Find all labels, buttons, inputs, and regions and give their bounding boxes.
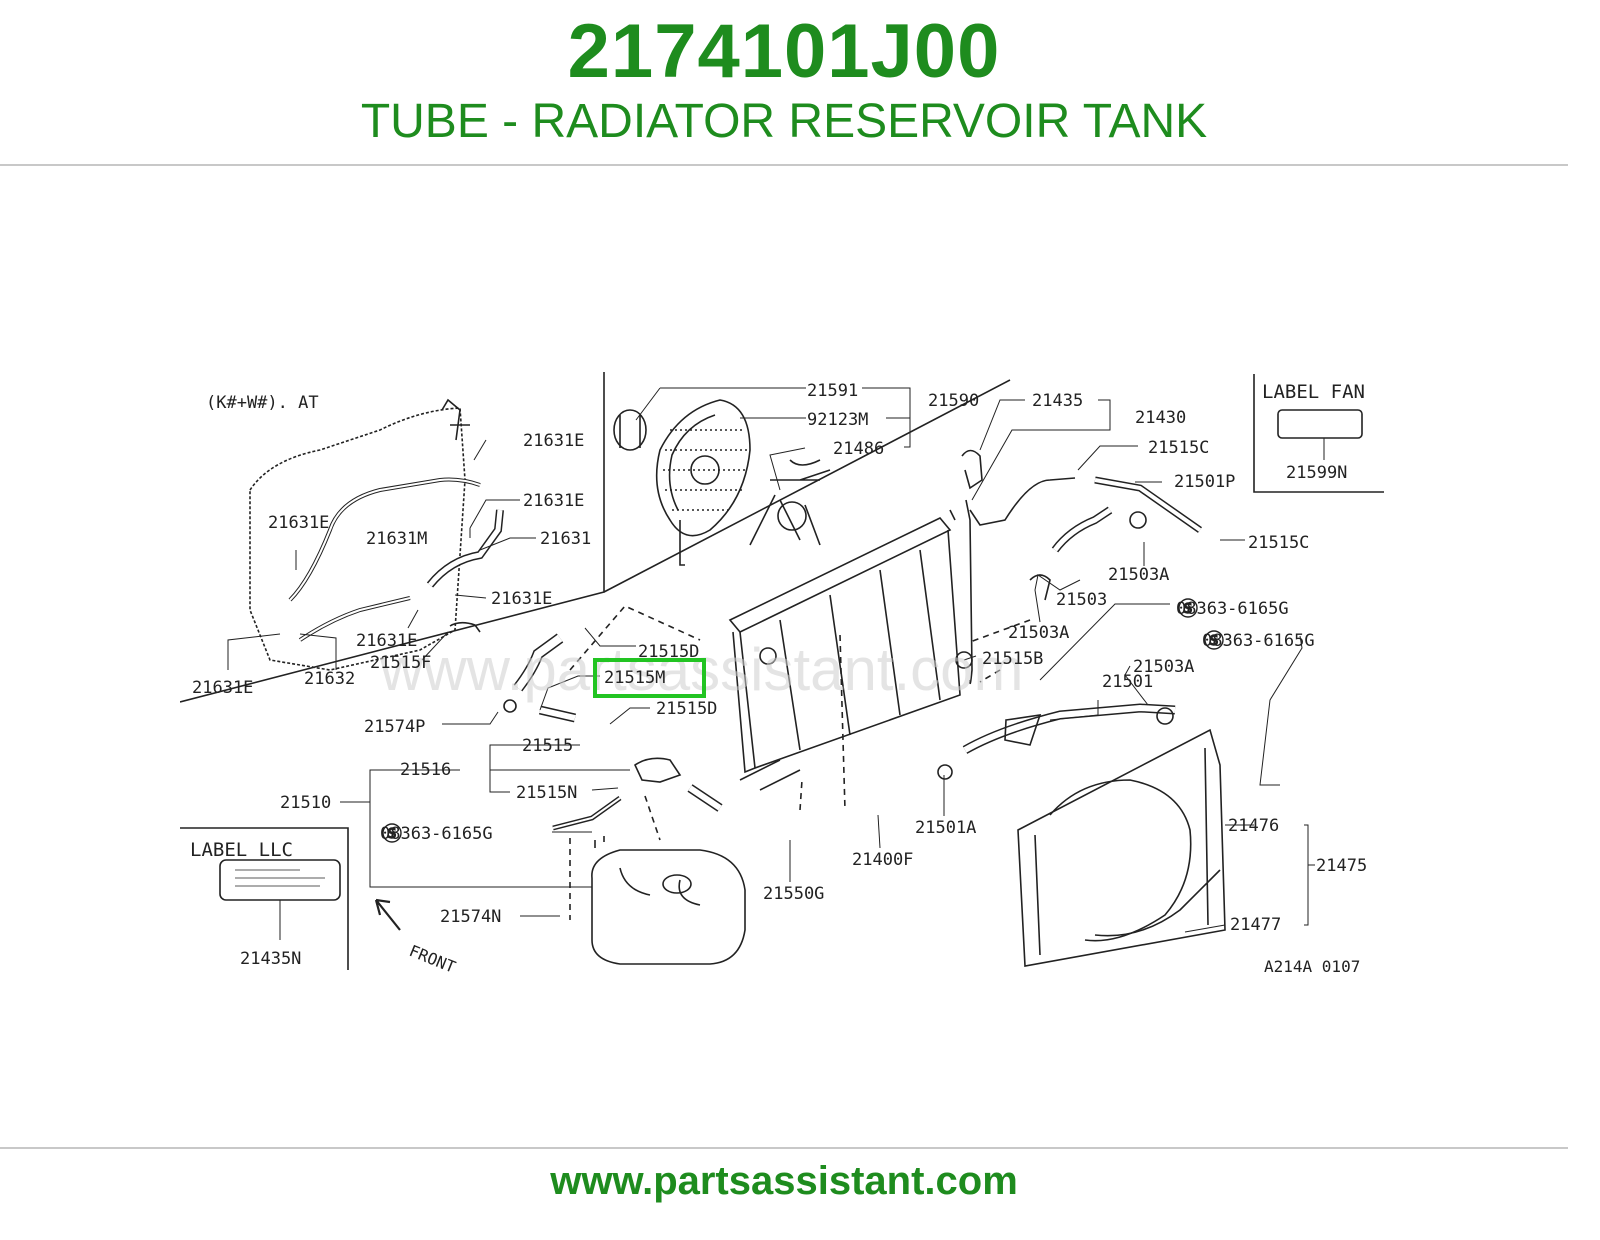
callout-21632[interactable]: 21632 [304, 669, 355, 689]
standard-part-s-icon-c [382, 823, 402, 843]
standard-part-s-icon-a [1178, 598, 1198, 618]
callout-21515D-a[interactable]: 21515D [638, 642, 699, 662]
standard-part-s-glyph: S [388, 827, 396, 842]
standard-part-s-glyph: S [1210, 634, 1218, 649]
callout-21515M[interactable]: 21515M [604, 668, 665, 688]
callout-21631[interactable]: 21631 [540, 529, 591, 549]
watermark-text: www.partsassistant.com [379, 636, 1024, 703]
callout-21486[interactable]: 21486 [833, 439, 884, 459]
callout-21516[interactable]: 21516 [400, 760, 451, 780]
label-llc-title: LABEL LLC [190, 839, 293, 861]
callout-21574P[interactable]: 21574P [364, 717, 425, 737]
parts-diagram-svg: www.partsassistant.com LABEL FAN LABEL L… [180, 372, 1384, 977]
callout-21590[interactable]: 21590 [928, 391, 979, 411]
callout-08363-6165G-b[interactable]: 08363-6165G [1202, 631, 1315, 651]
callout-21515D-b[interactable]: 21515D [656, 699, 717, 719]
callout-21631M[interactable]: 21631M [366, 529, 427, 549]
callout-21631E-b[interactable]: 21631E [523, 491, 584, 511]
part-description: TUBE - RADIATOR RESERVOIR TANK [360, 95, 1208, 148]
highlight-box-21515M [593, 658, 706, 698]
callout-21503[interactable]: 21503 [1056, 590, 1107, 610]
callout-21515F[interactable]: 21515F [370, 653, 431, 673]
callout-21501[interactable]: 21501 [1102, 672, 1153, 692]
variant-note: (K#+W#). AT [206, 393, 319, 413]
callout-21631E-e[interactable]: 21631E [356, 631, 417, 651]
callout-21501A[interactable]: 21501A [915, 818, 976, 838]
callout-21574N[interactable]: 21574N [440, 907, 501, 927]
callout-21631E-a[interactable]: 21631E [523, 431, 584, 451]
footer-divider [0, 1147, 1568, 1149]
callout-21476[interactable]: 21476 [1228, 816, 1279, 836]
callout-21475[interactable]: 21475 [1316, 856, 1367, 876]
header-divider [0, 164, 1568, 166]
callout-21430[interactable]: 21430 [1135, 408, 1186, 428]
parts-diagram: www.partsassistant.com LABEL FAN LABEL L… [180, 370, 1390, 990]
callout-21515N[interactable]: 21515N [516, 783, 577, 803]
callout-21501P[interactable]: 21501P [1174, 472, 1235, 492]
callout-21515C-a[interactable]: 21515C [1148, 438, 1209, 458]
callout-21515[interactable]: 21515 [522, 736, 573, 756]
label-fan-title: LABEL FAN [1262, 381, 1365, 403]
callout-21550G[interactable]: 21550G [763, 884, 824, 904]
callout-21400F[interactable]: 21400F [852, 850, 913, 870]
diagram-code: A214A 0107 [1264, 957, 1360, 976]
part-number-title: 2174101J00 [567, 9, 1001, 94]
footer-url[interactable]: www.partsassistant.com [550, 1159, 1018, 1203]
front-label: FRONT [407, 941, 459, 977]
standard-part-s-glyph: S [1184, 602, 1192, 617]
callout-21515C-b[interactable]: 21515C [1248, 533, 1309, 553]
callout-92123M[interactable]: 92123M [807, 410, 868, 430]
callout-21510[interactable]: 21510 [280, 793, 331, 813]
callout-21631E-c[interactable]: 21631E [268, 513, 329, 533]
page-header: 2174101J00 TUBE - RADIATOR RESERVOIR TAN… [0, 0, 1568, 166]
callout-21435N[interactable]: 21435N [240, 949, 301, 969]
callout-08363-6165G-a[interactable]: 08363-6165G [1176, 599, 1289, 619]
callout-21631E-f[interactable]: 21631E [192, 678, 253, 698]
callout-08363-6165G-c[interactable]: 08363-6165G [380, 824, 493, 844]
callout-21435[interactable]: 21435 [1032, 391, 1083, 411]
callout-21503A-b[interactable]: 21503A [1008, 623, 1069, 643]
callout-21599N[interactable]: 21599N [1286, 463, 1347, 483]
callout-21503A-c[interactable]: 21503A [1133, 657, 1194, 677]
callout-21631E-d[interactable]: 21631E [491, 589, 552, 609]
callout-21591[interactable]: 21591 [807, 381, 858, 401]
callout-21515B[interactable]: 21515B [982, 649, 1043, 669]
callout-21503A-a[interactable]: 21503A [1108, 565, 1169, 585]
callout-21477[interactable]: 21477 [1230, 915, 1281, 935]
standard-part-s-icon-b [1204, 630, 1224, 650]
